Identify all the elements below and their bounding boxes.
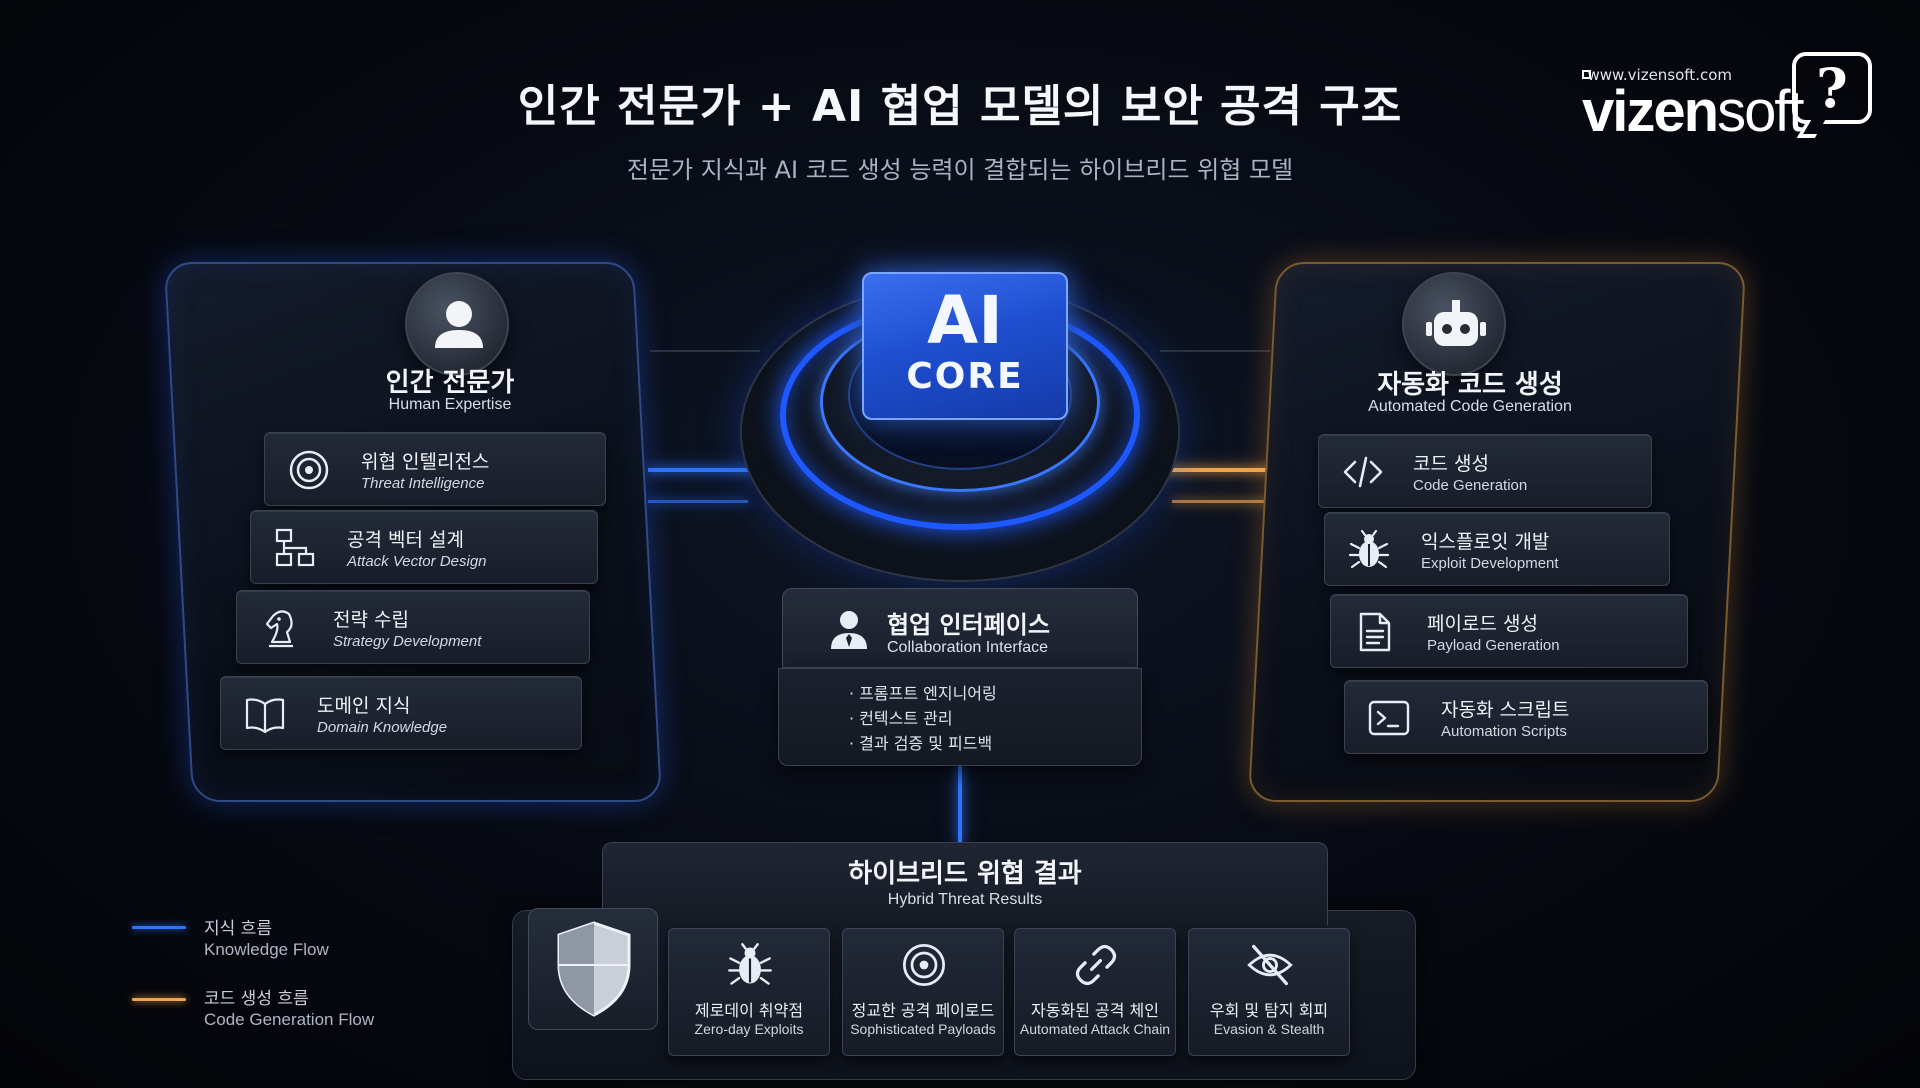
item-subtitle: Domain Knowledge: [317, 719, 448, 736]
legend-code-label: 코드 생성 흐름: [204, 989, 309, 1009]
knowledge-flow-wire: [648, 468, 778, 472]
item-subtitle: Payload Generation: [1427, 637, 1560, 654]
result-card-zero-day: 제로데이 취약점 Zero-day Exploits: [668, 928, 830, 1056]
automation-item-exploit: 익스플로잇 개발 Exploit Development: [1324, 512, 1670, 586]
list-item: 프롬프트 엔지니어링: [849, 681, 997, 706]
robot-avatar-icon: [1402, 272, 1506, 376]
automation-panel-subtitle: Automated Code Generation: [1368, 398, 1572, 415]
brand-square-mark: [1582, 70, 1591, 79]
bug-icon: [728, 943, 772, 985]
collaboration-bullets: 프롬프트 엔지니어링 컨텍스트 관리 결과 검증 및 피드백: [849, 681, 997, 756]
target-icon: [289, 450, 329, 490]
flowchart-icon: [275, 528, 315, 567]
core-to-results-wire: [958, 766, 962, 844]
shield-icon: [557, 921, 631, 1017]
legend-knowledge-line: [132, 926, 186, 929]
item-title: 코드 생성: [1413, 453, 1489, 475]
collaboration-subtitle: Collaboration Interface: [887, 639, 1048, 656]
card-subtitle: Evasion & Stealth: [1213, 1021, 1325, 1037]
results-title: 하이브리드 위협 결과: [848, 859, 1082, 889]
item-subtitle: Attack Vector Design: [347, 553, 487, 570]
list-item: 컨텍스트 관리: [849, 706, 997, 731]
item-subtitle: Threat Intelligence: [361, 475, 485, 492]
item-subtitle: Code Generation: [1413, 477, 1528, 494]
target-icon: [903, 944, 945, 986]
automation-item-code: 코드 생성 Code Generation: [1318, 434, 1652, 508]
item-title: 익스플로잇 개발: [1421, 531, 1550, 553]
result-card-payloads: 정교한 공격 페이로드 Sophisticated Payloads: [842, 928, 1004, 1056]
document-icon: [1359, 612, 1391, 652]
hybrid-threat-results-header: 하이브리드 위협 결과 Hybrid Threat Results: [602, 842, 1328, 926]
item-title: 도메인 지식: [317, 695, 411, 717]
item-title: 페이로드 생성: [1427, 613, 1538, 635]
human-item-domain: 도메인 지식 Domain Knowledge: [220, 676, 582, 750]
automation-panel-title: 자동화 코드 생성: [1377, 370, 1563, 400]
ai-core-block: AI CORE: [862, 272, 1068, 420]
card-title: 우회 및 탐지 회피: [1209, 1001, 1329, 1020]
automation-item-payload: 페이로드 생성 Payload Generation: [1330, 594, 1688, 668]
card-title: 자동화된 공격 체인: [1031, 1001, 1159, 1020]
terminal-icon: [1368, 700, 1410, 736]
item-title: 자동화 스크립트: [1441, 699, 1570, 721]
card-subtitle: Automated Attack Chain: [1019, 1021, 1171, 1037]
item-title: 전략 수립: [333, 609, 409, 631]
legend-code-sublabel: Code Generation Flow: [204, 1010, 375, 1029]
legend-knowledge-label: 지식 흐름: [204, 919, 272, 939]
item-subtitle: Strategy Development: [333, 633, 482, 650]
list-item: 결과 검증 및 피드백: [849, 731, 997, 756]
brand-url: www.vizensoft.com: [1587, 66, 1732, 84]
collaboration-interface-header: 협업 인터페이스 Collaboration Interface: [782, 588, 1138, 668]
human-panel-subtitle: Human Expertise: [388, 396, 512, 413]
brand-logo: www.vizensoft.com vizensoft ?: [1542, 50, 1872, 144]
code-flow-wire-lower: [1172, 500, 1272, 503]
item-subtitle: Automation Scripts: [1441, 723, 1567, 740]
card-subtitle: Zero-day Exploits: [694, 1021, 804, 1037]
question-bubble-icon: ?: [1792, 52, 1872, 124]
human-item-threat-intel: 위협 인텔리전스 Threat Intelligence: [264, 432, 606, 506]
core-ai-label: AI: [927, 282, 1003, 359]
page-title: 인간 전문가 + AI 협업 모델의 보안 공격 구조: [517, 81, 1403, 132]
human-item-attack-vector: 공격 벡터 설계 Attack Vector Design: [250, 510, 598, 584]
result-card-attack-chain: 자동화된 공격 체인 Automated Attack Chain: [1014, 928, 1176, 1056]
brand-wordmark: vizensoft: [1582, 79, 1805, 144]
card-title: 제로데이 취약점: [694, 1001, 804, 1020]
page-subtitle: 전문가 지식과 AI 코드 생성 능력이 결합되는 하이브리드 위협 모델: [626, 156, 1294, 184]
item-subtitle: Exploit Development: [1421, 555, 1559, 572]
chess-knight-icon: [265, 610, 293, 648]
item-title: 공격 벡터 설계: [347, 529, 464, 551]
result-card-evasion: 우회 및 탐지 회피 Evasion & Stealth: [1188, 928, 1350, 1056]
shield-block: [528, 908, 658, 1030]
person-avatar-icon: [405, 272, 509, 376]
collaboration-interface-body: 프롬프트 엔지니어링 컨텍스트 관리 결과 검증 및 피드백: [778, 668, 1142, 766]
bug-icon: [1348, 529, 1390, 569]
code-flow-wire: [1142, 468, 1272, 472]
wire-right-top: [1160, 350, 1270, 352]
legend-code-line: [132, 998, 186, 1001]
legend-knowledge-sublabel: Knowledge Flow: [204, 940, 329, 959]
core-core-label: CORE: [906, 356, 1024, 397]
code-brackets-icon: [1343, 456, 1383, 488]
user-tie-icon: [831, 611, 867, 649]
automation-item-scripts: 자동화 스크립트 Automation Scripts: [1344, 680, 1708, 754]
book-icon: [245, 698, 285, 734]
results-subtitle: Hybrid Threat Results: [887, 891, 1043, 908]
human-item-strategy: 전략 수립 Strategy Development: [236, 590, 590, 664]
wire-left-top: [650, 350, 760, 352]
eye-slash-icon: [1247, 944, 1293, 986]
knowledge-flow-wire-lower: [648, 500, 748, 503]
card-title: 정교한 공격 페이로드: [851, 1001, 995, 1020]
chain-link-icon: [1075, 944, 1117, 986]
card-subtitle: Sophisticated Payloads: [850, 1021, 996, 1037]
human-panel-title: 인간 전문가: [385, 368, 515, 398]
item-title: 위협 인텔리전스: [361, 451, 490, 473]
collaboration-title: 협업 인터페이스: [887, 611, 1050, 639]
